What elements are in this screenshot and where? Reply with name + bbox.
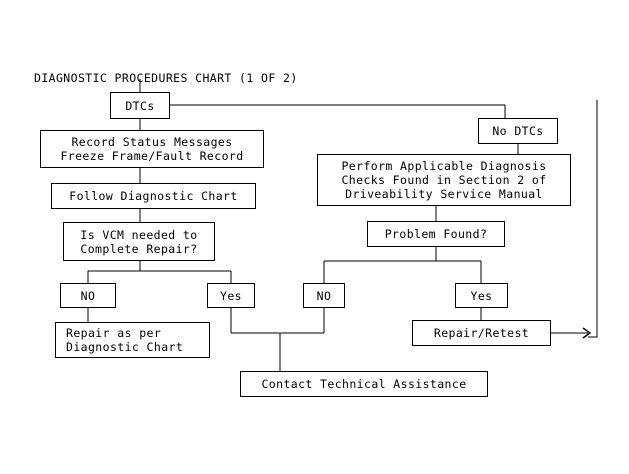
node-vcm-no[interactable]: NO [60,283,116,308]
node-vcm-yes-line-0: Yes [220,288,242,303]
node-repair-as-per-line-1: Diagnostic Chart [66,340,184,354]
node-repair-retest[interactable]: Repair/Retest [412,320,551,346]
node-vcm-no-line-0: NO [80,288,96,303]
node-problem-no-line-0: NO [316,288,332,303]
node-perform-checks-line-2: Driveability Service Manual [345,187,543,201]
node-is-vcm-line-0: Is VCM needed to [80,227,198,242]
node-record-status-line-0: Record Status Messages [71,135,233,149]
node-perform-checks-line-1: Checks Found in Section 2 of [341,173,547,187]
node-dtcs-line-0: DTCs [125,98,155,113]
connector-return-line-vertical [588,100,598,338]
node-perform-checks-line-0: Perform Applicable Diagnosis [341,159,547,173]
node-repair-retest-line-0: Repair/Retest [433,326,530,340]
node-is-vcm-line-1: Complete Repair? [80,241,198,256]
arrow-retest-return-arrow [582,327,592,339]
connector-join-to-contact [231,332,324,371]
node-follow-chart[interactable]: Follow Diagnostic Chart [51,183,256,209]
connector-dtcs-to-right [170,104,506,118]
node-contact-support[interactable]: Contact Technical Assistance [240,371,488,397]
node-no-dtcs-line-0: No DTCs [492,124,544,138]
node-problem-yes[interactable]: Yes [455,283,508,308]
node-problem-found-line-0: Problem Found? [384,227,488,241]
node-contact-support-line-0: Contact Technical Assistance [261,377,467,391]
node-problem-no[interactable]: NO [303,283,345,308]
connector-problem-branch [323,247,482,283]
node-dtcs[interactable]: DTCs [110,92,170,119]
node-problem-found[interactable]: Problem Found? [367,221,505,247]
node-vcm-yes[interactable]: Yes [207,283,255,308]
node-repair-as-per-line-0: Repair as per [66,326,162,340]
chart-title: DIAGNOSTIC PROCEDURES CHART (1 OF 2) [34,71,298,85]
node-follow-chart-line-0: Follow Diagnostic Chart [69,189,238,203]
connector-isvcm-branch [87,261,232,283]
node-no-dtcs[interactable]: No DTCs [478,118,558,144]
node-problem-yes-line-0: Yes [470,288,493,303]
node-record-status-line-1: Freeze Frame/Fault Record [60,149,244,163]
